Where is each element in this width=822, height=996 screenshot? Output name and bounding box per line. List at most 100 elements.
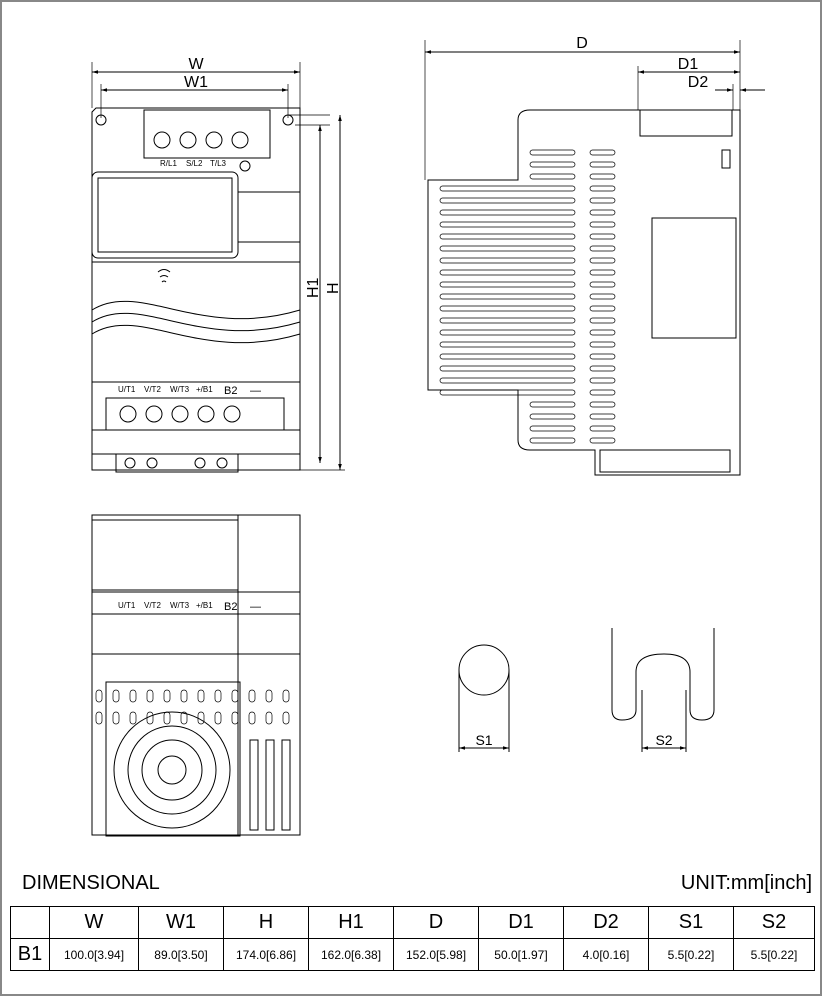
vent-slot bbox=[589, 401, 616, 408]
vent-slot bbox=[589, 209, 616, 216]
vent-slot bbox=[95, 689, 103, 703]
table-cell: 5.5[0.22] bbox=[733, 938, 815, 971]
table-cell: 4.0[0.16] bbox=[563, 938, 649, 971]
vent-slot bbox=[589, 341, 616, 348]
vent-slot bbox=[439, 269, 576, 276]
vent-slot bbox=[589, 305, 616, 312]
w1-label: W1 bbox=[184, 74, 208, 91]
vent-slot bbox=[589, 197, 616, 204]
fan-grille bbox=[113, 711, 231, 829]
vent-slot bbox=[129, 689, 137, 703]
bottom-terminal-b1: +/B1 bbox=[196, 601, 213, 610]
vent-slot bbox=[589, 221, 616, 228]
terminal-v-t2: V/T2 bbox=[144, 385, 161, 394]
vent-slot bbox=[214, 711, 222, 725]
table-cell: 89.0[3.50] bbox=[138, 938, 224, 971]
vent-slot bbox=[439, 281, 576, 288]
front-view: W W1 R/L1 S/L2 T/L3 U/T1 V/T2 W/T3 +/B1 … bbox=[91, 56, 345, 473]
terminal-b2: B2 bbox=[224, 385, 237, 397]
vent-slot bbox=[265, 689, 273, 703]
vent-slot bbox=[439, 197, 576, 204]
vent-slot bbox=[439, 329, 576, 336]
bottom-terminal-b2: B2 bbox=[224, 601, 237, 613]
s1-label: S1 bbox=[475, 732, 492, 748]
table-header: H1 bbox=[308, 906, 394, 939]
unit-label: UNIT:mm[inch] bbox=[680, 872, 812, 894]
terminal-t-l3: T/L3 bbox=[210, 159, 227, 168]
table-header: S1 bbox=[648, 906, 734, 939]
vent-slot bbox=[589, 173, 616, 180]
vent-slot bbox=[439, 341, 576, 348]
ground-icon bbox=[239, 160, 251, 172]
vent-slot bbox=[589, 149, 616, 156]
table-cell: 152.0[5.98] bbox=[393, 938, 479, 971]
vent-slot bbox=[248, 711, 256, 725]
vent-slot bbox=[589, 425, 616, 432]
vent-slot bbox=[282, 711, 290, 725]
vent-slot bbox=[589, 365, 616, 372]
ventilation-slots bbox=[439, 149, 616, 444]
vent-slot bbox=[589, 161, 616, 168]
vent-slot bbox=[589, 233, 616, 240]
table-header: S2 bbox=[733, 906, 815, 939]
table-row: B1 100.0[3.94] 89.0[3.50] 174.0[6.86] 16… bbox=[10, 938, 815, 971]
d1-label: D1 bbox=[678, 56, 699, 73]
vent-slot bbox=[589, 437, 616, 444]
vent-slot bbox=[439, 353, 576, 360]
vent-slot bbox=[146, 689, 154, 703]
vent-slot bbox=[439, 305, 576, 312]
side-view: D D1 D2 bbox=[424, 35, 765, 476]
vent-slot bbox=[589, 257, 616, 264]
vent-slot bbox=[529, 149, 576, 156]
slot-s2: S2 bbox=[611, 628, 715, 752]
vent-slot bbox=[439, 257, 576, 264]
terminal-s-l2: S/L2 bbox=[186, 159, 203, 168]
vent-slot bbox=[180, 689, 188, 703]
vent-slot bbox=[163, 689, 171, 703]
output-terminal-screws bbox=[119, 405, 241, 423]
terminal-u-t1: U/T1 bbox=[118, 385, 136, 394]
bottom-terminal-w-t3: W/T3 bbox=[170, 601, 190, 610]
table-cell: 50.0[1.97] bbox=[478, 938, 564, 971]
vent-slot bbox=[589, 317, 616, 324]
vent-slot bbox=[589, 281, 616, 288]
table-header-row: W W1 H H1 D D1 D2 S1 S2 bbox=[10, 906, 815, 939]
dimension-table: W W1 H H1 D D1 D2 S1 S2 B1 100.0[3.94] 8… bbox=[10, 906, 815, 971]
vent-slot bbox=[589, 329, 616, 336]
d2-label: D2 bbox=[688, 74, 709, 91]
h1-label: H1 bbox=[305, 277, 322, 298]
vent-slot bbox=[439, 185, 576, 192]
table-cell: 100.0[3.94] bbox=[49, 938, 139, 971]
table-header: D1 bbox=[478, 906, 564, 939]
bottom-terminal-neg: — bbox=[250, 601, 261, 613]
terminal-b1: +/B1 bbox=[196, 385, 213, 394]
vent-slot bbox=[439, 233, 576, 240]
vent-slot bbox=[163, 711, 171, 725]
vent-slot bbox=[282, 689, 290, 703]
vent-slot bbox=[529, 437, 576, 444]
vent-slot bbox=[439, 377, 576, 384]
vent-slot bbox=[146, 711, 154, 725]
vent-slot bbox=[248, 689, 256, 703]
vent-slot bbox=[529, 161, 576, 168]
terminal-r-l1: R/L1 bbox=[160, 159, 177, 168]
vent-slot bbox=[589, 245, 616, 252]
vent-slot bbox=[439, 389, 576, 396]
table-header bbox=[10, 906, 50, 939]
terminal-w-t3: W/T3 bbox=[170, 385, 190, 394]
vent-slot bbox=[197, 689, 205, 703]
vent-slot bbox=[439, 365, 576, 372]
w-label: W bbox=[188, 56, 204, 73]
vent-slot bbox=[589, 185, 616, 192]
bottom-terminal-u-t1: U/T1 bbox=[118, 601, 136, 610]
vent-slot bbox=[589, 377, 616, 384]
wireless-icon bbox=[157, 269, 171, 283]
h-label: H bbox=[325, 282, 342, 294]
s2-label: S2 bbox=[655, 732, 672, 748]
slot-s1: S1 bbox=[458, 644, 510, 752]
vent-slot bbox=[95, 711, 103, 725]
table-header: W1 bbox=[138, 906, 224, 939]
vent-slot bbox=[589, 413, 616, 420]
vent-slot bbox=[529, 413, 576, 420]
